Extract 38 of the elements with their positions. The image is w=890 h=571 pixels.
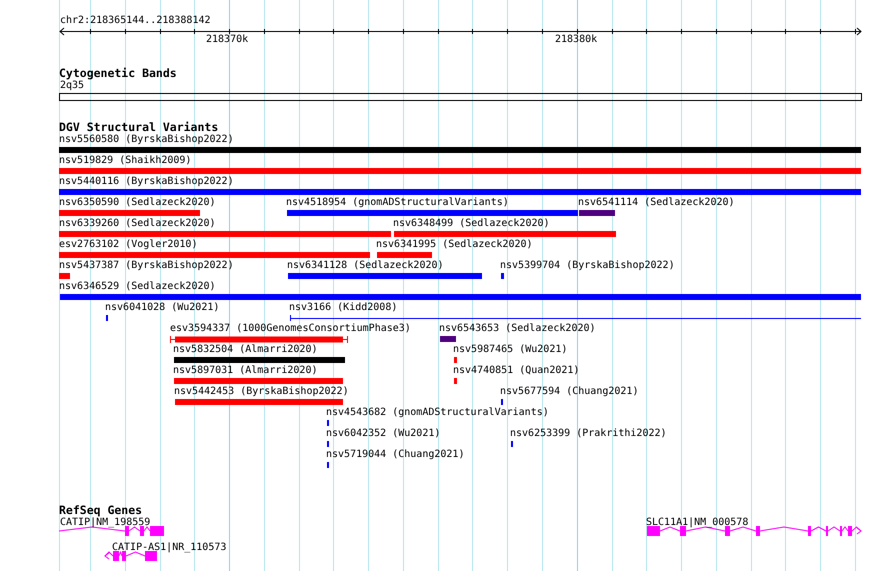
- variant-label: nsv6339260 (Sedlazeck2020): [59, 218, 216, 230]
- variant-label: nsv5897031 (Almarri2020): [173, 365, 318, 377]
- track-heading: RefSeq Genes: [59, 504, 142, 516]
- variant-label: nsv6350590 (Sedlazeck2020): [59, 197, 216, 209]
- variant-label: nsv519829 (Shaikh2009): [59, 155, 192, 167]
- variant-label: nsv6042352 (Wu2021): [326, 428, 440, 440]
- gene-label: CATIP|NM_198559: [60, 517, 150, 529]
- variant-label: nsv3166 (Kidd2008): [289, 302, 398, 314]
- axis-tick-label: 218370k: [206, 34, 248, 46]
- variant-label: nsv5440116 (ByrskaBishop2022): [59, 176, 234, 188]
- variant-label: nsv6543653 (Sedlazeck2020): [439, 323, 596, 335]
- variant-label: nsv4740851 (Quan2021): [453, 365, 580, 377]
- variant-label: nsv6341995 (Sedlazeck2020): [376, 239, 533, 251]
- variant-label: nsv5719044 (Chuang2021): [326, 449, 464, 461]
- variant-label: nsv5677594 (Chuang2021): [500, 386, 638, 398]
- track-heading: DGV Structural Variants: [59, 121, 218, 133]
- variant-label: esv3594337 (1000GenomesConsortiumPhase3): [170, 323, 411, 335]
- variant-label: nsv5987465 (Wu2021): [453, 344, 568, 356]
- band-label: 2q35: [60, 80, 84, 92]
- variant-label: nsv5832504 (Almarri2020): [173, 344, 318, 356]
- variant-label: nsv6341128 (Sedlazeck2020): [287, 260, 444, 272]
- track-heading: Cytogenetic Bands: [59, 67, 177, 79]
- axis-tick-label: 218380k: [555, 34, 598, 46]
- variant-label: nsv5442453 (ByrskaBishop2022): [174, 386, 349, 398]
- variant-label: nsv5399704 (ByrskaBishop2022): [500, 260, 675, 272]
- variant-label: nsv4518954 (gnomADStructuralVariants): [286, 197, 509, 209]
- gene-label: CATIP-AS1|NR_110573: [112, 542, 226, 554]
- variant-label: nsv5437387 (ByrskaBishop2022): [59, 260, 234, 272]
- gene-label: SLC11A1|NM_000578: [646, 517, 748, 529]
- variant-label: nsv6541114 (Sedlazeck2020): [578, 197, 735, 209]
- coordinate-range: chr2:218365144..218388142: [60, 15, 211, 27]
- variant-label: nsv6253399 (Prakrithi2022): [510, 428, 667, 440]
- variant-label: nsv5560580 (ByrskaBishop2022): [59, 134, 234, 146]
- variant-label: nsv4543682 (gnomADStructuralVariants): [326, 407, 549, 419]
- variant-label: nsv6041028 (Wu2021): [105, 302, 220, 314]
- variant-label: nsv6346529 (Sedlazeck2020): [59, 281, 216, 293]
- variant-label: nsv6348499 (Sedlazeck2020): [393, 218, 550, 230]
- variant-label: esv2763102 (Vogler2010): [59, 239, 198, 251]
